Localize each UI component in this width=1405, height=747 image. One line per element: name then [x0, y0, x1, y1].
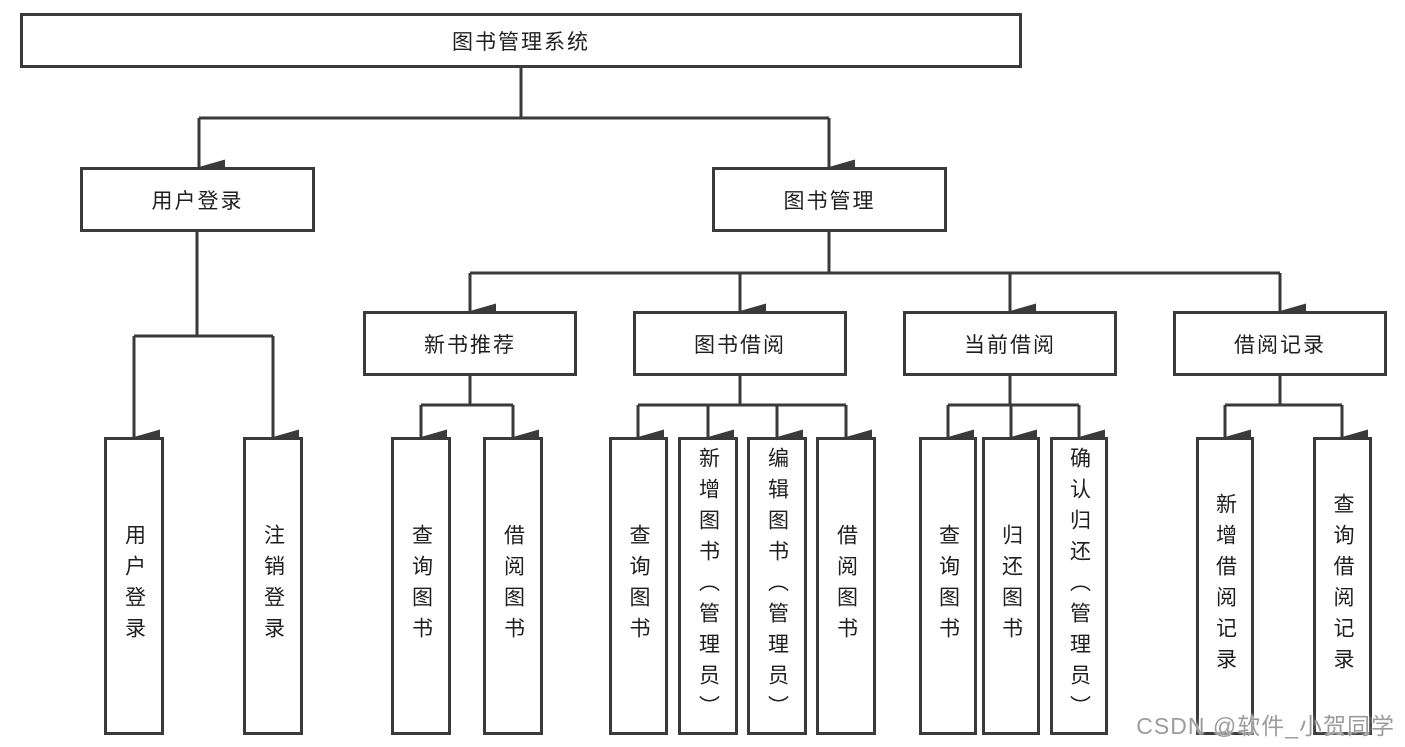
leaf-label: 借阅图书	[834, 524, 858, 648]
leaf-label: 查询图书	[936, 524, 960, 648]
leaf-query-books-recommend: 查询图书	[391, 437, 451, 735]
node-label: 图书管理系统	[452, 30, 590, 54]
leaf-label: 借阅图书	[501, 524, 525, 648]
node-library-management-system: 图书管理系统	[20, 13, 1022, 68]
node-label: 当前借阅	[964, 333, 1056, 357]
node-label: 图书管理	[783, 189, 876, 213]
leaf-label: 查询借阅记录	[1331, 493, 1355, 679]
leaf-label: 确认归还（管理员）	[1067, 446, 1091, 726]
leaf-edit-book-admin: 编辑图书（管理员）	[747, 437, 807, 735]
leaf-query-borrow-record: 查询借阅记录	[1313, 437, 1372, 735]
node-user-login: 用户登录	[80, 167, 315, 232]
node-label: 借阅记录	[1234, 333, 1326, 357]
leaf-label: 新增图书（管理员）	[696, 446, 720, 726]
leaf-label: 归还图书	[999, 524, 1023, 648]
node-label: 新书推荐	[424, 333, 516, 357]
leaf-label: 新增借阅记录	[1213, 493, 1237, 679]
leaf-logout: 注销登录	[243, 437, 303, 735]
leaf-query-books-borrowing: 查询图书	[609, 437, 668, 735]
node-borrowing-records: 借阅记录	[1173, 311, 1387, 376]
leaf-label: 查询图书	[409, 524, 433, 648]
leaf-label: 用户登录	[122, 524, 146, 648]
leaf-label: 查询图书	[627, 524, 651, 648]
leaf-user-login: 用户登录	[104, 437, 164, 735]
watermark: CSDN @软件_小贺同学	[1136, 713, 1395, 739]
leaf-label: 编辑图书（管理员）	[765, 446, 789, 726]
node-label: 图书借阅	[694, 333, 786, 357]
leaf-add-book-admin: 新增图书（管理员）	[678, 437, 738, 735]
leaf-confirm-return-admin: 确认归还（管理员）	[1050, 437, 1108, 735]
leaf-query-books-current: 查询图书	[919, 437, 977, 735]
node-current-borrowing: 当前借阅	[903, 311, 1117, 376]
leaf-borrow-books: 借阅图书	[816, 437, 876, 735]
leaf-return-book: 归还图书	[982, 437, 1040, 735]
leaf-add-borrow-record: 新增借阅记录	[1196, 437, 1254, 735]
leaf-label: 注销登录	[261, 524, 285, 648]
node-new-book-recommend: 新书推荐	[363, 311, 577, 376]
node-label: 用户登录	[151, 189, 244, 213]
node-book-borrowing: 图书借阅	[633, 311, 847, 376]
leaf-borrow-books-recommend: 借阅图书	[483, 437, 543, 735]
node-book-management: 图书管理	[712, 167, 947, 232]
